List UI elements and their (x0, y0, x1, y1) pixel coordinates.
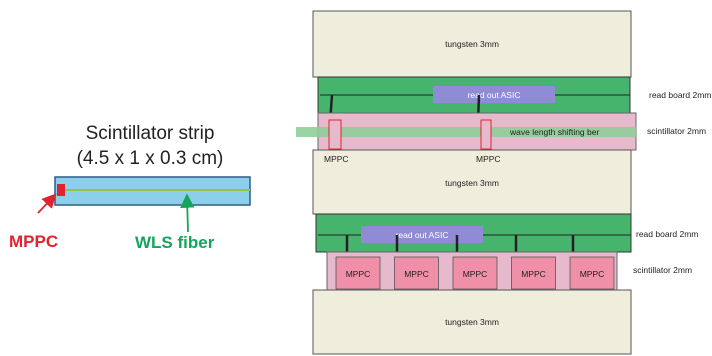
wls-label: WLS fiber (135, 233, 215, 252)
mppc-label: MPPC (9, 232, 58, 251)
mppc-cell-label: MPPC (463, 269, 488, 279)
tungsten-layer-mid (312, 149, 632, 215)
tungsten-label-bottom: tungsten 3mm (445, 317, 499, 327)
mppc-label-top-left-overlay: MPPC (324, 154, 349, 164)
tungsten-layer-top (312, 10, 632, 78)
mppc-label-top-right-overlay: MPPC (476, 154, 501, 164)
tungsten-layer-bottom (312, 289, 632, 355)
mppc-top-left (328, 119, 342, 150)
mppc-cell-label: MPPC (346, 269, 371, 279)
strip-mppc (57, 184, 65, 196)
mppc-cell (335, 256, 381, 290)
asic-bottom (361, 226, 483, 243)
strip-title-line2: (4.5 x 1 x 0.3 cm) (77, 148, 224, 169)
mppc-top-right (480, 119, 492, 150)
mppc-cell (511, 256, 556, 290)
tungsten-label-top: tungsten 3mm (445, 39, 499, 49)
readboard-label-top: read board 2mm (649, 90, 711, 100)
readboard-label-bottom: read board 2mm (636, 229, 698, 239)
mppc-cell-label: MPPC (580, 269, 605, 279)
scint-label-top: scintillator 2mm (647, 126, 706, 136)
tungsten-label-mid: tungsten 3mm (445, 178, 499, 188)
mppc-cell-label: MPPC (404, 269, 429, 279)
wls-arrow (180, 193, 195, 233)
mppc-cell (452, 256, 498, 290)
wls-text: wave length shifting ber (509, 127, 599, 137)
asic-label-top: read out ASIC (468, 90, 521, 100)
mppc-cell (569, 256, 615, 290)
mppc-cell (394, 256, 439, 290)
wls-fiber-top (296, 127, 636, 137)
strip-title-line1: Scintillator strip (86, 123, 215, 144)
mppc-cell-label: MPPC (521, 269, 546, 279)
scint-label-bottom: scintillator 2mm (633, 265, 692, 275)
asic-top (433, 86, 555, 103)
mppc-arrow (37, 193, 57, 214)
asic-label-bottom: read out ASIC (396, 230, 449, 240)
mppc-cells: MPPC MPPC MPPC MPPC MPPC (335, 256, 615, 290)
